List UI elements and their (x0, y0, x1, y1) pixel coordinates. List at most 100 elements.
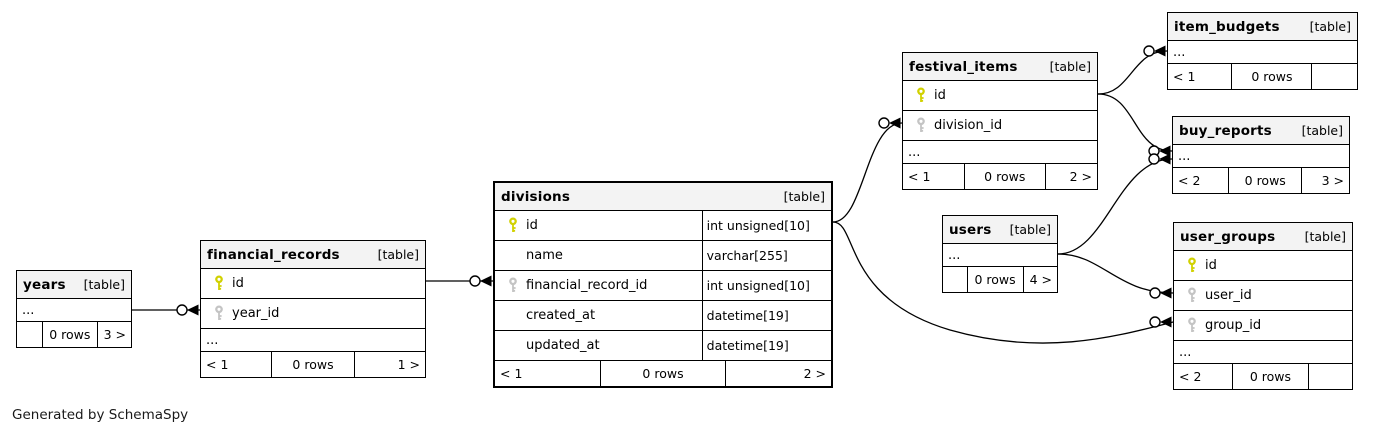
related-left-count: < 1 (1173, 69, 1196, 84)
crow-foot-arrow-icon (1160, 316, 1172, 328)
crow-foot-arrow-icon (1159, 145, 1171, 157)
table-tag: [table] (1309, 19, 1351, 34)
column-row: ... (1173, 144, 1349, 167)
related-left-count: < 1 (206, 357, 229, 372)
column-name: created_at (526, 308, 596, 323)
table-header[interactable]: financial_records[table] (201, 241, 425, 268)
column-cell: group_id (1174, 311, 1352, 340)
table-tag: [table] (1301, 123, 1343, 138)
column-type: int unsigned[10] (701, 211, 831, 240)
table-name: user_groups (1180, 228, 1276, 245)
related-left-count: < 2 (1179, 369, 1202, 384)
table-header[interactable]: festival_items[table] (903, 53, 1097, 80)
zero-or-one-circle-icon (1148, 145, 1160, 157)
column-cell: name (495, 241, 702, 270)
table-festival_items[interactable]: festival_items[table]id division_id...< 1… (902, 52, 1098, 190)
table-tag: [table] (783, 189, 825, 204)
foreign-key-icon (908, 117, 934, 134)
column-name: group_id (1205, 318, 1262, 333)
table-name: item_budgets (1174, 18, 1280, 35)
column-cell: ... (1174, 341, 1352, 363)
related-left-count (17, 322, 42, 347)
table-name: buy_reports (1179, 122, 1272, 139)
row-count: 0 rows (271, 352, 354, 377)
row-count: 0 rows (1228, 168, 1301, 193)
column-cell: ... (17, 299, 131, 321)
column-name: ... (1178, 148, 1191, 164)
zero-or-one-circle-icon (1148, 153, 1160, 165)
relationship-years-to-financial_records (132, 304, 200, 316)
related-right-count: 2 > (1044, 164, 1097, 189)
column-name: id (1205, 258, 1217, 273)
relationship-festival_items-to-buy_reports (1097, 93, 1173, 157)
column-cell: ... (1168, 41, 1357, 63)
foreign-key-icon (1179, 317, 1205, 334)
column-row: group_id (1174, 310, 1352, 340)
column-row: id (903, 80, 1097, 110)
column-name: ... (1179, 344, 1192, 360)
crow-foot-arrow-icon (889, 117, 901, 129)
table-name: divisions (501, 188, 571, 205)
table-tag: [table] (83, 277, 125, 292)
relationship-festival_items-to-item_budgets (1097, 45, 1168, 95)
column-cell: user_id (1174, 281, 1352, 310)
related-right-count (1308, 364, 1352, 389)
column-name: ... (206, 332, 219, 348)
column-type: int unsigned[10] (701, 271, 831, 300)
related-left-count (943, 267, 967, 292)
table-user_groups[interactable]: user_groups[table]id user_id group_id... < … (1173, 222, 1353, 390)
generated-by-note: Generated by SchemaSpy (12, 407, 189, 423)
column-cell: ... (201, 329, 425, 351)
related-left-count: < 2 (1178, 173, 1201, 188)
table-header[interactable]: user_groups[table] (1174, 223, 1352, 250)
row-count: 0 rows (41, 322, 97, 347)
column-cell: year_id (201, 299, 425, 328)
column-cell: ... (943, 244, 1057, 266)
table-header[interactable]: users[table] (943, 216, 1057, 243)
table-tag: [table] (1009, 222, 1051, 237)
column-name: user_id (1205, 288, 1252, 303)
zero-or-one-circle-icon (878, 117, 890, 129)
related-right-count: 1 > (354, 352, 425, 377)
column-name: ... (948, 247, 961, 263)
column-row: id int unsigned[10] (495, 210, 831, 240)
column-name: id (934, 88, 946, 103)
related-right-count: 3 > (96, 322, 131, 347)
table-header[interactable]: item_budgets [table] (1168, 13, 1357, 40)
column-type: varchar[255] (701, 241, 831, 270)
column-row: ... (903, 140, 1097, 163)
column-row: ... (1174, 340, 1352, 363)
primary-key-icon (206, 275, 232, 292)
column-cell: id (903, 81, 1097, 110)
table-header[interactable]: buy_reports [table] (1173, 117, 1349, 144)
table-name: financial_records (207, 246, 340, 263)
relationship-divisions-to-festival_items (832, 117, 903, 223)
column-row: id (201, 268, 425, 298)
column-type: datetime[19] (701, 301, 831, 330)
foreign-key-icon (206, 305, 232, 322)
column-name: division_id (934, 118, 1003, 133)
zero-or-one-circle-icon (1149, 316, 1161, 328)
column-name: id (526, 218, 538, 233)
table-header[interactable]: years[table] (17, 271, 131, 298)
column-cell: financial_record_id (495, 271, 702, 300)
column-name: updated_at (526, 338, 600, 353)
table-header[interactable]: divisions [table] (495, 183, 831, 210)
related-right-count: 4 > (1022, 267, 1057, 292)
column-row: ... (17, 298, 131, 321)
column-name: ... (22, 302, 35, 318)
column-cell: id (495, 211, 702, 240)
